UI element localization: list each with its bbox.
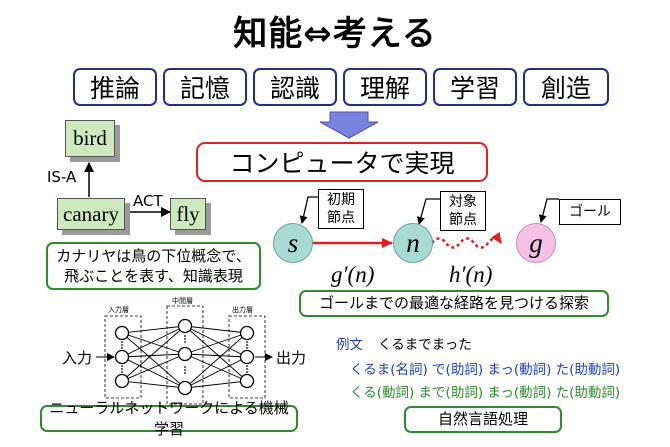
target-callout-line1: 対象 bbox=[449, 193, 477, 210]
target-callout-pointer bbox=[417, 198, 440, 225]
input-label: 入力 bbox=[62, 349, 93, 367]
concept-bird: bird bbox=[65, 120, 115, 157]
down-arrow-icon bbox=[319, 111, 379, 139]
goal-callout-pointer bbox=[538, 198, 559, 223]
g-cost-label: g′(n) bbox=[331, 262, 375, 287]
keyword-learning: 学習 bbox=[433, 68, 517, 106]
hidden-layer-label: 中間層 bbox=[172, 297, 193, 305]
parse-candidate-1: くるま(名詞) で(助詞) まっ(動詞) た(助動詞) bbox=[350, 362, 621, 378]
example-label: 例文 bbox=[336, 337, 363, 353]
keyword-memory: 記憶 bbox=[163, 68, 247, 106]
search-node-goal: g bbox=[516, 223, 556, 263]
output-layer-label: 出力層 bbox=[232, 306, 253, 314]
isa-label: IS-A bbox=[47, 168, 77, 186]
search-caption: ゴールまでの最適な経路を見つける探索 bbox=[299, 290, 609, 317]
ml-caption: ニューラルネットワークによる機械学習 bbox=[40, 399, 298, 438]
input-layer-label: 入力層 bbox=[108, 306, 129, 314]
search-node-n: n bbox=[393, 223, 433, 263]
computer-implementation-box: コンピュータで実現 bbox=[196, 142, 488, 182]
keyword-understanding: 理解 bbox=[343, 68, 427, 106]
start-callout-line2: 節点 bbox=[327, 210, 355, 226]
start-node-callout: 初期 節点 bbox=[318, 189, 364, 229]
act-label: ACT bbox=[133, 192, 163, 210]
neural-network bbox=[96, 305, 273, 405]
keyword-recognition: 認識 bbox=[253, 68, 337, 106]
goal-callout: ゴール bbox=[559, 199, 621, 225]
knowledge-caption-line2: 飛ぶことを表す、知識表現 bbox=[64, 267, 243, 285]
nlp-caption: 自然言語処理 bbox=[404, 406, 562, 433]
start-callout-line1: 初期 bbox=[327, 191, 355, 208]
keyword-inference: 推論 bbox=[73, 68, 157, 106]
search-node-start: s bbox=[273, 223, 313, 263]
page-title: 知能⇔考える bbox=[233, 14, 437, 54]
target-node-callout: 対象 節点 bbox=[440, 191, 486, 231]
target-callout-line2: 節点 bbox=[449, 212, 477, 228]
concept-canary: canary bbox=[57, 198, 125, 230]
knowledge-caption: カナリヤは鳥の下位概念で、 飛ぶことを表す、知識表現 bbox=[46, 242, 261, 290]
knowledge-caption-line1: カナリヤは鳥の下位概念で、 bbox=[56, 246, 251, 265]
output-label: 出力 bbox=[276, 349, 307, 367]
keyword-creation: 創造 bbox=[523, 68, 609, 106]
path-edge-n-g bbox=[431, 231, 503, 249]
parse-candidate-2: くる(動詞) まで(助詞) まっ(動詞) た(助動詞) bbox=[350, 385, 621, 401]
h-cost-label: h′(n) bbox=[449, 262, 493, 287]
concept-fly: fly bbox=[170, 198, 206, 230]
start-callout-pointer bbox=[299, 196, 318, 224]
example-sentence: くるまでまった bbox=[378, 337, 472, 353]
